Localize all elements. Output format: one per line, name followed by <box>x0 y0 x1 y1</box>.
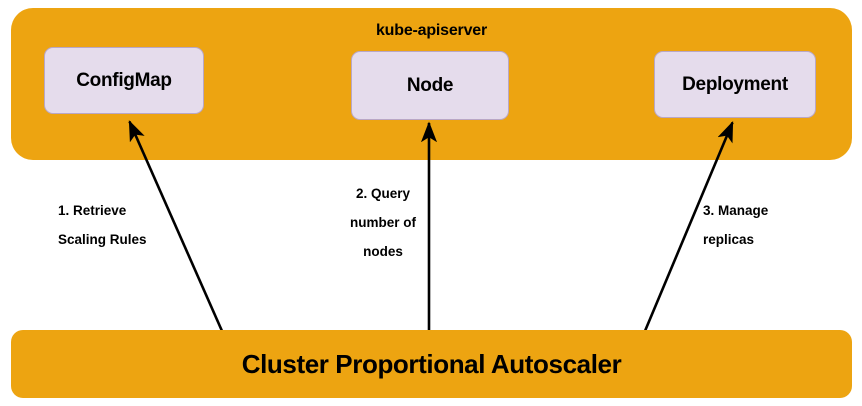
step-label-2: 2. Query number of nodes <box>341 179 425 266</box>
step-label-1: 1. Retrieve Scaling Rules <box>58 196 147 254</box>
kube-apiserver-title: kube-apiserver <box>375 22 488 39</box>
resource-box-configmap[interactable]: ConfigMap <box>44 47 204 114</box>
step-3-line-2: replicas <box>703 232 755 247</box>
step-label-3: 3. Manage replicas <box>703 196 768 254</box>
step-2-line-3: nodes <box>363 244 403 259</box>
resource-label-deployment: Deployment <box>682 73 788 95</box>
step-1-line-2: Scaling Rules <box>58 232 147 247</box>
step-2-line-2: number of <box>350 215 416 230</box>
cluster-proportional-autoscaler-bar[interactable]: Cluster Proportional Autoscaler <box>11 330 852 398</box>
step-2-line-1: 2. Query <box>355 186 411 201</box>
step-1-line-1: 1. Retrieve <box>58 203 127 218</box>
resource-box-deployment[interactable]: Deployment <box>654 51 816 118</box>
step-3-line-1: 3. Manage <box>703 203 769 218</box>
resource-label-configmap: ConfigMap <box>76 69 172 91</box>
resource-box-node[interactable]: Node <box>351 51 509 120</box>
autoscaler-label: Cluster Proportional Autoscaler <box>241 348 622 379</box>
resource-label-node: Node <box>406 74 454 96</box>
